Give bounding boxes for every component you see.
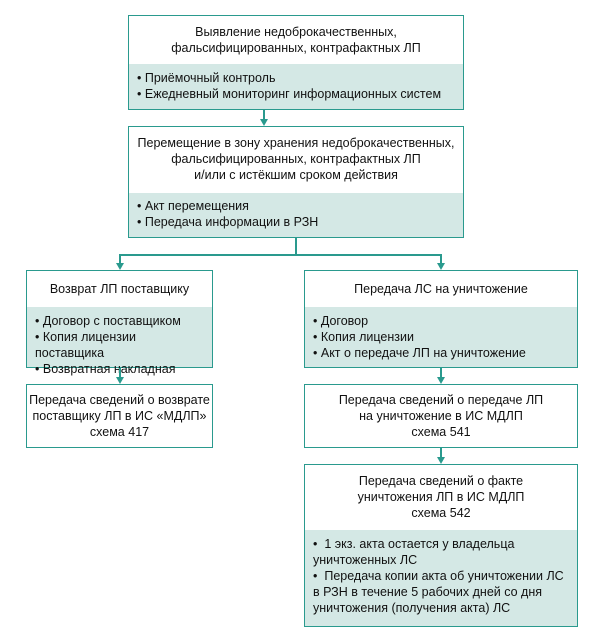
connector-line xyxy=(119,254,442,256)
arrow-head xyxy=(116,263,124,270)
list-item-line: в РЗН в течение 5 рабочих дней со дня xyxy=(313,585,543,599)
list-item: Копия лицензии поставщика xyxy=(35,329,204,361)
arrow-head xyxy=(260,119,268,126)
connector-line xyxy=(440,368,442,378)
box-destruction: Передача ЛС на уничтожение Договор Копия… xyxy=(304,270,578,368)
box-fact-report: Передача сведений о факте уничтожения ЛП… xyxy=(304,464,578,627)
box-fact-report-title: Передача сведений о факте уничтожения ЛП… xyxy=(305,465,577,530)
title-line: поставщику ЛП в ИС «МДЛП» xyxy=(32,409,207,423)
list-item: Договор xyxy=(313,313,569,329)
connector-line xyxy=(119,368,121,378)
box-detection-title: Выявление недоброкачественных, фальсифиц… xyxy=(129,16,463,64)
title-line: Перемещение в зону хранения недоброкачес… xyxy=(137,136,455,150)
title-line: Передача ЛС на уничтожение xyxy=(354,282,528,296)
list-item: Договор с поставщиком xyxy=(35,313,204,329)
box-destruction-report-title: Передача сведений о передаче ЛП на уничт… xyxy=(305,385,577,440)
box-return-title: Возврат ЛП поставщику xyxy=(27,271,212,307)
box-return: Возврат ЛП поставщику Договор с поставщи… xyxy=(26,270,213,376)
box-detection: Выявление недоброкачественных, фальсифиц… xyxy=(128,15,464,110)
list-item: Акт перемещения xyxy=(137,198,455,214)
title-line: схема 417 xyxy=(89,425,150,439)
title-line: фальсифицированных, контрафактных ЛП xyxy=(171,152,421,166)
title-line: Выявление недоброкачественных, xyxy=(195,25,397,39)
title-line: на уничтожение в ИС МДЛП xyxy=(359,409,523,423)
list-item: Приёмочный контроль xyxy=(137,70,455,86)
title-line: и/или с истёкшим сроком действия xyxy=(194,168,398,182)
list-item: Передача копии акта об уничтожении ЛС в … xyxy=(313,568,569,616)
connector-line xyxy=(119,254,121,264)
list-item-line: уничтоженных ЛС xyxy=(313,553,418,567)
box-return-report: Передача сведений о возврате поставщику … xyxy=(26,384,213,448)
connector-line xyxy=(295,238,297,255)
box-destruction-title: Передача ЛС на уничтожение xyxy=(305,271,577,307)
title-line: схема 541 xyxy=(411,425,471,439)
connector-line xyxy=(440,448,442,458)
title-line: Возврат ЛП поставщику xyxy=(49,282,190,296)
title-line: фальсифицированных, контрафактных ЛП xyxy=(171,41,421,55)
list-item-line: уничтожения (получения акта) ЛС xyxy=(313,601,511,615)
box-destruction-list: Договор Копия лицензии Акт о передаче ЛП… xyxy=(305,307,577,367)
title-line: уничтожения ЛП в ИС МДЛП xyxy=(357,490,525,504)
list-item: Ежедневный мониторинг информационных сис… xyxy=(137,86,455,102)
connector-line xyxy=(440,254,442,264)
arrow-head xyxy=(437,263,445,270)
arrow-head xyxy=(437,457,445,464)
box-fact-report-list: 1 экз. акта остается у владельца уничтож… xyxy=(305,530,577,626)
connector-line xyxy=(263,110,265,120)
box-movement-list: Акт перемещения Передача информации в РЗ… xyxy=(129,193,463,237)
box-return-list: Договор с поставщиком Копия лицензии пос… xyxy=(27,307,212,376)
list-item: Возвратная накладная xyxy=(35,361,204,377)
list-item: 1 экз. акта остается у владельца уничтож… xyxy=(313,536,569,568)
box-detection-list: Приёмочный контроль Ежедневный мониторин… xyxy=(129,64,463,109)
title-line: Передача сведений о факте xyxy=(358,474,524,488)
list-item: Акт о передаче ЛП на уничтожение xyxy=(313,345,569,361)
arrow-head xyxy=(116,377,124,384)
title-line: Передача сведений о передаче ЛП xyxy=(338,393,544,407)
list-item-line: Передача копии акта об уничтожении ЛС xyxy=(324,569,564,583)
box-destruction-report: Передача сведений о передаче ЛП на уничт… xyxy=(304,384,578,448)
box-movement-title: Перемещение в зону хранения недоброкачес… xyxy=(129,127,463,193)
list-item-line: 1 экз. акта остается у владельца xyxy=(324,537,515,551)
box-return-report-title: Передача сведений о возврате поставщику … xyxy=(27,385,212,440)
box-movement: Перемещение в зону хранения недоброкачес… xyxy=(128,126,464,238)
list-item: Копия лицензии xyxy=(313,329,569,345)
title-line: Передача сведений о возврате xyxy=(29,393,210,407)
list-item: Передача информации в РЗН xyxy=(137,214,455,230)
title-line: схема 542 xyxy=(411,506,471,520)
arrow-head xyxy=(437,377,445,384)
